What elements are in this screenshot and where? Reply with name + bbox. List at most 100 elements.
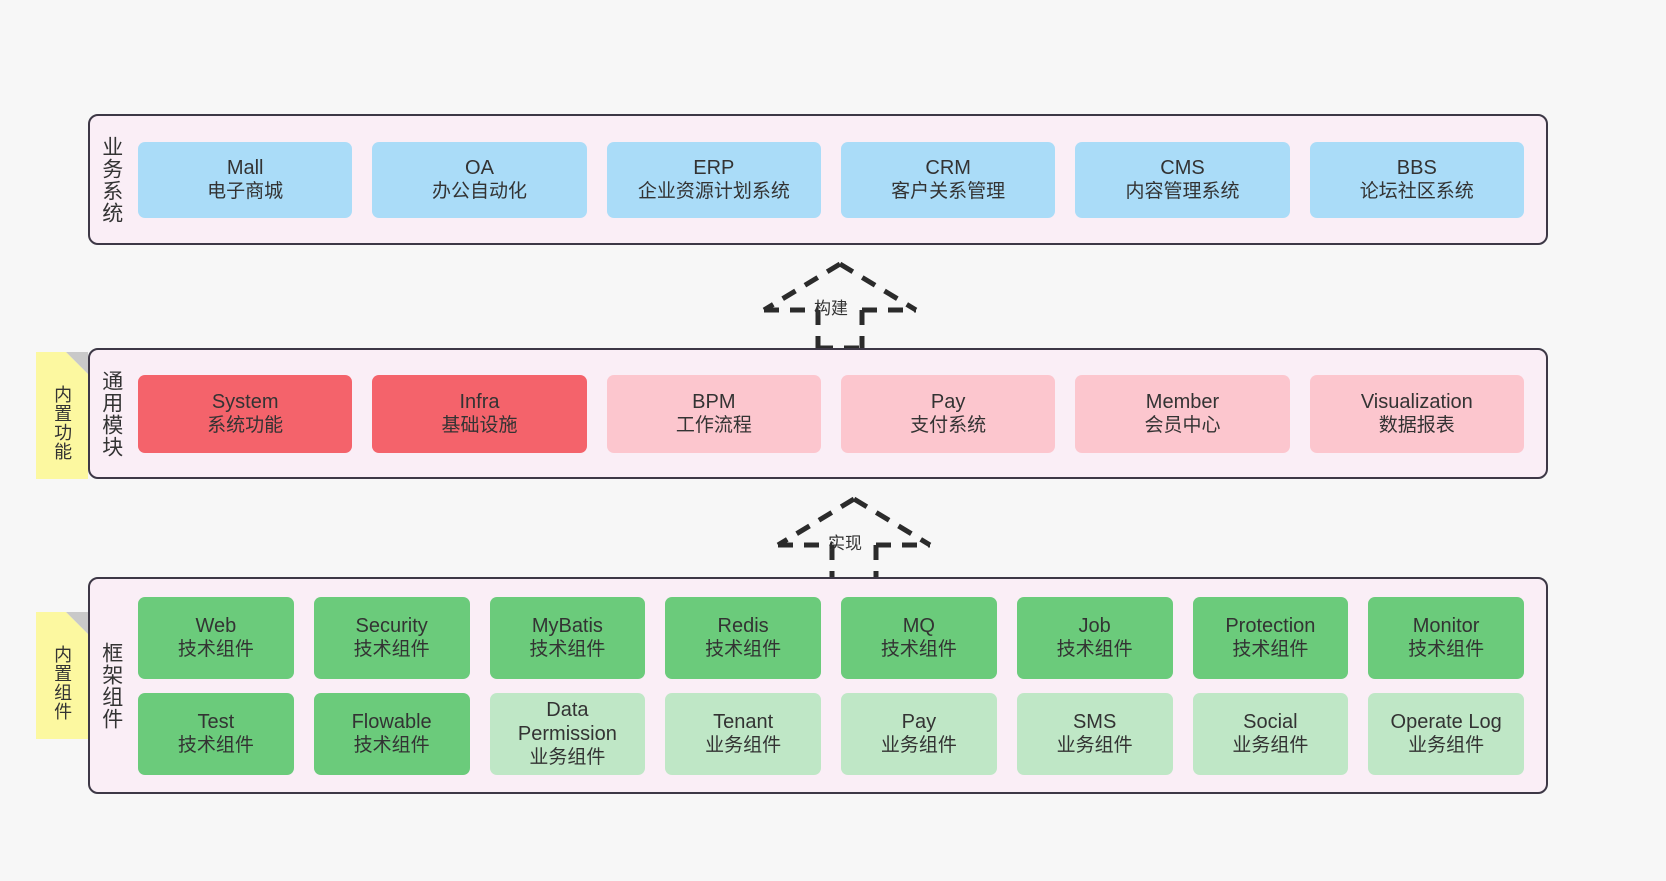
card-bbs[interactable]: BBS 论坛社区系统 (1309, 141, 1524, 218)
card-member[interactable]: Member 会员中心 (1075, 374, 1290, 453)
card-job-name: Job (1078, 614, 1111, 637)
card-test[interactable]: Test 技术组件 (138, 692, 294, 775)
card-visualization-name: Visualization (1360, 390, 1473, 413)
card-infra[interactable]: Infra 基础设施 (372, 374, 587, 453)
card-bpm-desc: 工作流程 (675, 415, 752, 437)
card-web-name: Web (195, 614, 237, 637)
card-flowable-desc: 技术组件 (353, 735, 430, 757)
card-pay-module-desc: 支付系统 (910, 415, 987, 437)
card-mall[interactable]: Mall 电子商城 (138, 141, 353, 218)
layer-common-modules-title: 通用模块 (99, 369, 123, 458)
card-web-desc: 技术组件 (177, 639, 254, 661)
card-system-desc: 系统功能 (207, 415, 284, 437)
card-web[interactable]: Web 技术组件 (138, 596, 294, 679)
card-data-permission-name2: Permission (517, 722, 617, 745)
arrow-implement-label: 实现 (828, 534, 862, 553)
card-test-name: Test (197, 710, 235, 733)
card-erp-desc: 企业资源计划系统 (637, 181, 790, 203)
business-card-row: Mall 电子商城 OA 办公自动化 ERP 企业资源计划系统 CRM 客户关系… (138, 141, 1524, 218)
card-redis[interactable]: Redis 技术组件 (665, 596, 821, 679)
card-job[interactable]: Job 技术组件 (1016, 596, 1173, 679)
common-module-row: System 系统功能 Infra 基础设施 BPM 工作流程 Pay 支付系统… (138, 374, 1524, 453)
card-infra-name: Infra (459, 390, 500, 413)
card-mq[interactable]: MQ 技术组件 (841, 596, 997, 679)
layer-framework-components: 框架组件 Web 技术组件 Security 技术组件 MyBatis 技术组件… (88, 577, 1548, 794)
card-oa-desc: 办公自动化 (431, 181, 527, 203)
card-test-desc: 技术组件 (177, 735, 254, 757)
card-pay-component-name: Pay (901, 710, 937, 733)
arrow-implement-generalization: 实现 (766, 493, 942, 586)
card-visualization[interactable]: Visualization 数据报表 (1309, 374, 1524, 453)
card-monitor-name: Monitor (1412, 614, 1480, 637)
layer-common-modules-body: System 系统功能 Infra 基础设施 BPM 工作流程 Pay 支付系统… (132, 350, 1546, 477)
card-protection-desc: 技术组件 (1232, 639, 1309, 661)
card-security[interactable]: Security 技术组件 (313, 596, 470, 679)
card-system[interactable]: System 系统功能 (138, 374, 353, 453)
card-protection[interactable]: Protection 技术组件 (1192, 596, 1349, 679)
card-flowable-name: Flowable (351, 710, 432, 733)
framework-business-row: Test 技术组件 Flowable 技术组件 Data Permission … (138, 692, 1524, 775)
card-member-desc: 会员中心 (1144, 415, 1221, 437)
card-mall-desc: 电子商城 (207, 181, 284, 203)
card-operate-log-name: Operate Log (1390, 710, 1502, 733)
card-operate-log-desc: 业务组件 (1408, 735, 1485, 757)
card-oa[interactable]: OA 办公自动化 (372, 141, 587, 218)
note-builtin-components-label: 内置组件 (52, 644, 73, 721)
card-crm-desc: 客户关系管理 (891, 181, 1006, 203)
card-social-name: Social (1243, 710, 1298, 733)
card-erp[interactable]: ERP 企业资源计划系统 (606, 141, 821, 218)
card-oa-name: OA (465, 156, 494, 179)
card-security-name: Security (355, 614, 428, 637)
card-tenant[interactable]: Tenant 业务组件 (665, 692, 821, 775)
card-redis-desc: 技术组件 (705, 639, 782, 661)
card-member-name: Member (1145, 390, 1220, 413)
card-mybatis-name: MyBatis (531, 614, 603, 637)
card-mybatis-desc: 技术组件 (529, 639, 606, 661)
card-bpm-name: BPM (692, 390, 736, 413)
card-mybatis[interactable]: MyBatis 技术组件 (489, 596, 646, 679)
layer-framework-components-title: 框架组件 (99, 641, 123, 730)
card-pay-module[interactable]: Pay 支付系统 (840, 374, 1056, 453)
card-data-permission[interactable]: Data Permission 业务组件 (489, 692, 646, 775)
card-job-desc: 技术组件 (1056, 639, 1133, 661)
layer-framework-components-body: Web 技术组件 Security 技术组件 MyBatis 技术组件 Redi… (132, 579, 1546, 792)
card-cms[interactable]: CMS 内容管理系统 (1075, 141, 1290, 218)
card-security-desc: 技术组件 (353, 639, 430, 661)
card-social-desc: 业务组件 (1232, 735, 1309, 757)
card-erp-name: ERP (693, 156, 735, 179)
card-pay-component[interactable]: Pay 业务组件 (841, 692, 997, 775)
card-flowable[interactable]: Flowable 技术组件 (313, 692, 470, 775)
note-builtin-components: 内置组件 (36, 612, 88, 739)
card-crm-name: CRM (925, 156, 971, 179)
note-builtin-features: 内置功能 (36, 352, 88, 479)
card-social[interactable]: Social 业务组件 (1192, 692, 1349, 775)
card-data-permission-name: Data (546, 698, 589, 721)
card-data-permission-desc: 业务组件 (529, 747, 606, 769)
card-pay-component-desc: 业务组件 (880, 735, 957, 757)
framework-tech-row: Web 技术组件 Security 技术组件 MyBatis 技术组件 Redi… (138, 596, 1524, 679)
card-sms[interactable]: SMS 业务组件 (1016, 692, 1173, 775)
layer-common-modules: 通用模块 System 系统功能 Infra 基础设施 BPM 工作流程 Pay (88, 348, 1548, 479)
card-cms-desc: 内容管理系统 (1125, 181, 1240, 203)
card-operate-log[interactable]: Operate Log 业务组件 (1368, 692, 1524, 775)
card-system-name: System (211, 390, 279, 413)
card-mq-desc: 技术组件 (880, 639, 957, 661)
card-tenant-desc: 业务组件 (705, 735, 782, 757)
card-bpm[interactable]: BPM 工作流程 (606, 374, 821, 453)
card-bbs-desc: 论坛社区系统 (1359, 181, 1474, 203)
arrow-build-label: 构建 (814, 299, 848, 318)
note-builtin-features-label: 内置功能 (52, 384, 73, 461)
layer-business-system-body: Mall 电子商城 OA 办公自动化 ERP 企业资源计划系统 CRM 客户关系… (132, 116, 1546, 243)
card-protection-name: Protection (1225, 614, 1316, 637)
layer-business-system: 业务系统 Mall 电子商城 OA 办公自动化 ERP 企业资源计划系统 CRM (88, 114, 1548, 245)
arrow-build-generalization: 构建 (752, 258, 928, 351)
card-pay-module-name: Pay (930, 390, 966, 413)
card-monitor[interactable]: Monitor 技术组件 (1368, 596, 1524, 679)
card-tenant-name: Tenant (713, 710, 774, 733)
card-cms-name: CMS (1160, 156, 1205, 179)
card-bbs-name: BBS (1396, 156, 1437, 179)
card-visualization-desc: 数据报表 (1378, 415, 1455, 437)
card-mq-name: MQ (902, 614, 935, 637)
card-crm[interactable]: CRM 客户关系管理 (840, 141, 1056, 218)
